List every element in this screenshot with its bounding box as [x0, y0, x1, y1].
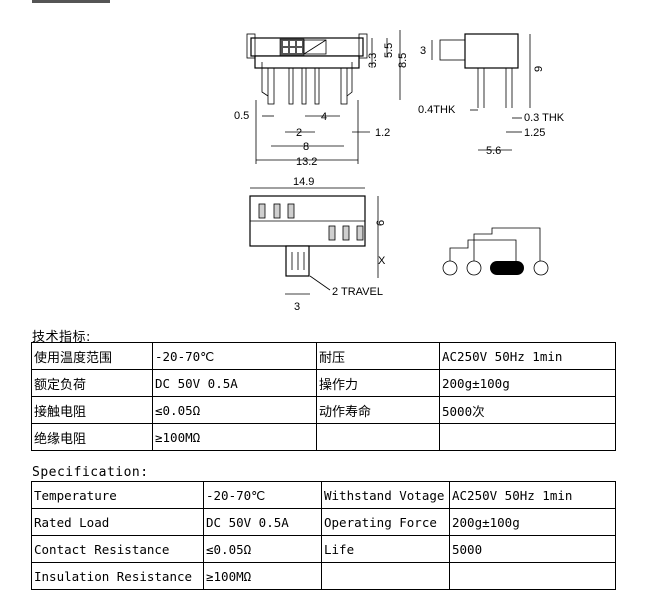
table-row: Temperature -20-70℃ Withstand Votage AC2… [31, 481, 616, 509]
table-row: 额定负荷 DC 50V 0.5A 操作力 200g±100g [31, 369, 616, 397]
en-cell [449, 562, 616, 590]
dim-4: 4 [321, 111, 327, 123]
cn-cell: 绝缘电阻 [31, 423, 153, 451]
dim-0-5: 0.5 [234, 110, 249, 122]
en-cell: Insulation Resistance [31, 562, 204, 590]
cn-cell: ≤0.05Ω [152, 396, 317, 424]
en-cell [321, 562, 450, 590]
cn-cell: 接触电阻 [31, 396, 153, 424]
table-row: 接触电阻 ≤0.05Ω 动作寿命 5000次 [31, 396, 616, 424]
en-cell: Withstand Votage [321, 481, 450, 509]
circuit-diagram [442, 227, 549, 276]
dim-14-9: 14.9 [293, 176, 314, 188]
table-row: 绝缘电阻 ≥100MΩ [31, 423, 616, 451]
en-cell: ≥100MΩ [203, 562, 322, 590]
dim-top-6: 6 [375, 220, 387, 226]
cn-cell [316, 423, 440, 451]
dim-side-3: 3 [420, 45, 426, 57]
dim-2-travel: 2 TRAVEL [332, 286, 383, 298]
en-cell: 200g±100g [449, 508, 616, 536]
cn-cell: 200g±100g [439, 369, 616, 397]
top-bar [32, 0, 110, 3]
dim-8-5: 8.5 [397, 53, 409, 68]
dim-5-6: 5.6 [486, 145, 501, 157]
dim-5-5: 5.5 [383, 43, 395, 58]
dim-0-4-thk: 0.4THK [418, 104, 456, 116]
cn-cell: 耐压 [316, 342, 440, 370]
dim-1-2: 1.2 [375, 127, 390, 139]
cn-cell: DC 50V 0.5A [152, 369, 317, 397]
dim-3-3: 3.3 [367, 53, 379, 68]
en-cell: ≤0.05Ω [203, 535, 322, 563]
dim-13-2: 13.2 [296, 156, 317, 168]
dim-top-x: X [378, 255, 386, 267]
en-cell: DC 50V 0.5A [203, 508, 322, 536]
en-cell: AC250V 50Hz 1min [449, 481, 616, 509]
side-view: 3 9 0.4THK 0.3 THK 1.25 5.6 [418, 33, 565, 157]
en-cell: -20-70℃ [203, 481, 322, 509]
dim-0-3-thk: 0.3 THK [524, 112, 565, 124]
cn-cell: 5000次 [439, 396, 616, 424]
chinese-spec-table: 使用温度范围 -20-70℃ 耐压 AC250V 50Hz 1min 额定负荷 … [31, 342, 616, 451]
en-cell: Life [321, 535, 450, 563]
chinese-spec-title: 技术指标: [32, 330, 91, 345]
cn-cell: ≥100MΩ [152, 423, 317, 451]
cn-cell: -20-70℃ [152, 342, 317, 370]
english-spec-title: Specification: [32, 465, 149, 480]
cn-cell: 额定负荷 [31, 369, 153, 397]
table-row: Rated Load DC 50V 0.5A Operating Force 2… [31, 508, 616, 536]
dim-knob-3: 3 [294, 301, 300, 313]
cn-cell: AC250V 50Hz 1min [439, 342, 616, 370]
top-view: 14.9 6 X 2 TRAVEL 3 [249, 176, 387, 313]
switch-technical-drawing: 0.5 2 4 8 13.2 1.2 3.3 5.5 8.5 3 9 0.4TH… [234, 30, 565, 313]
cn-cell [439, 423, 616, 451]
table-row: 使用温度范围 -20-70℃ 耐压 AC250V 50Hz 1min [31, 342, 616, 370]
front-view: 0.5 2 4 8 13.2 1.2 3.3 5.5 8.5 [234, 30, 409, 168]
en-cell: Rated Load [31, 508, 204, 536]
cn-cell: 动作寿命 [316, 396, 440, 424]
table-row: Insulation Resistance ≥100MΩ [31, 562, 616, 590]
table-row: Contact Resistance ≤0.05Ω Life 5000 [31, 535, 616, 563]
en-cell: 5000 [449, 535, 616, 563]
english-spec-table: Temperature -20-70℃ Withstand Votage AC2… [31, 481, 616, 590]
en-cell: Contact Resistance [31, 535, 204, 563]
dim-1-25: 1.25 [524, 127, 545, 139]
cn-cell: 操作力 [316, 369, 440, 397]
dim-side-9: 9 [533, 66, 545, 72]
en-cell: Temperature [31, 481, 204, 509]
dim-8: 8 [303, 141, 309, 153]
dim-2: 2 [296, 127, 302, 139]
cn-cell: 使用温度范围 [31, 342, 153, 370]
en-cell: Operating Force [321, 508, 450, 536]
